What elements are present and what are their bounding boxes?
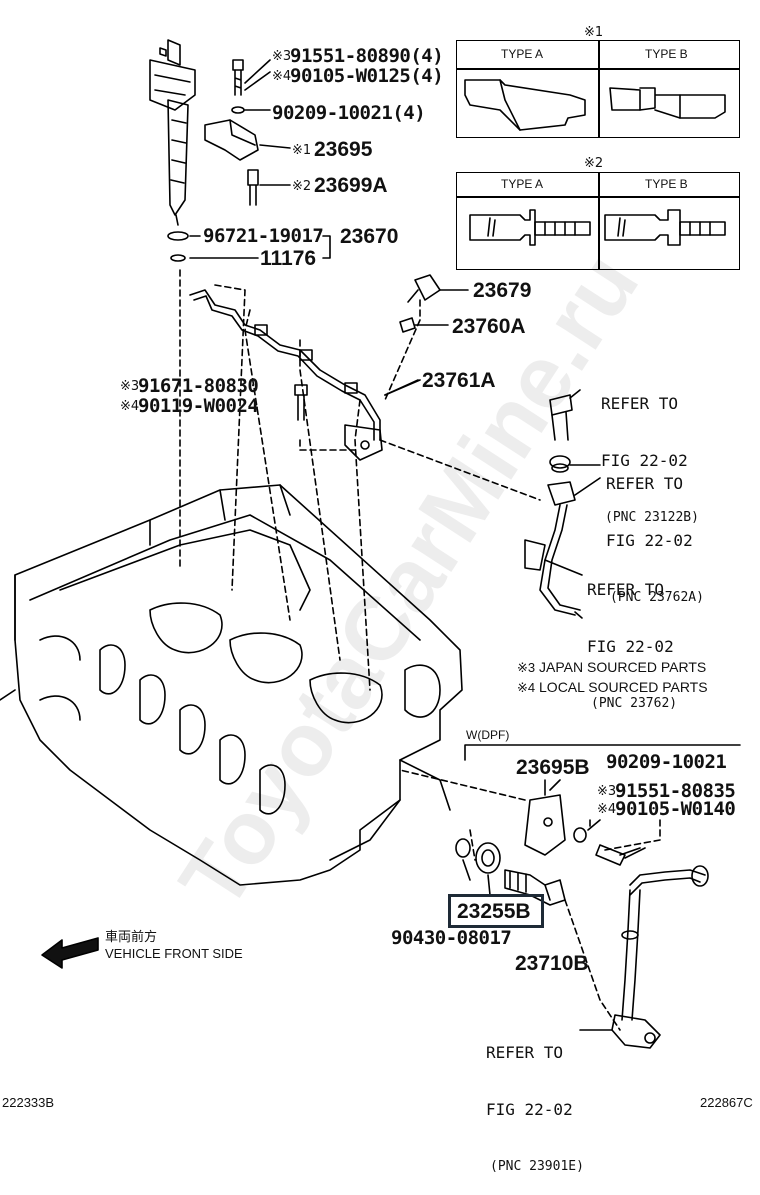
part-union-bolt: 23679 bbox=[473, 279, 532, 302]
dpf-hose-drawing bbox=[579, 865, 709, 1049]
part-clamp: 23695 bbox=[314, 138, 373, 161]
refer-23122b: REFER TO FIG 22-02 (PNC 23122B) bbox=[601, 356, 699, 546]
refer-23901e: REFER TO FIG 22-02 (PNC 23901E) bbox=[486, 1005, 584, 1195]
refer-line2: FIG 22-02 bbox=[606, 531, 693, 550]
part-dpf-nozzle: 23710B bbox=[515, 952, 589, 975]
dpf-bracket-drawing bbox=[464, 744, 741, 866]
type2-a-header: TYPE A bbox=[501, 177, 544, 191]
type2-drawings bbox=[469, 209, 726, 246]
note-local-mark: ※4 bbox=[517, 680, 536, 695]
note-japan: ※3 JAPAN SOURCED PARTS bbox=[517, 660, 706, 674]
part-dpf-injector: 23255B bbox=[457, 900, 531, 923]
refer-line2: FIG 22-02 bbox=[486, 1100, 573, 1119]
refer-pnc: (PNC 23762) bbox=[591, 696, 678, 711]
footer-right-code: 222867C bbox=[700, 1095, 753, 1110]
refer-pnc: (PNC 23901E) bbox=[490, 1159, 584, 1174]
type1-table: TYPE A TYPE B bbox=[456, 40, 740, 138]
mark3-dpf-bolt: ※3 bbox=[597, 784, 617, 799]
refer-line1: REFER TO bbox=[486, 1043, 564, 1062]
part-dpf-bolt-jp: 91551-80835 bbox=[615, 780, 736, 802]
part-injector-assy: 23670 bbox=[340, 225, 399, 248]
leader-lines bbox=[179, 269, 661, 1031]
note-japan-text: JAPAN SOURCED PARTS bbox=[539, 659, 707, 675]
part-fuel-pipe: 23761A bbox=[422, 369, 496, 392]
engine-block-drawing bbox=[0, 484, 463, 886]
type1-drawings bbox=[464, 79, 726, 131]
part-dpf-clamp: 23695B bbox=[516, 756, 590, 779]
refer-23762: REFER TO FIG 22-02 (PNC 23762) bbox=[587, 542, 677, 732]
part-seal: 11176 bbox=[260, 247, 317, 270]
injector-drawing bbox=[149, 39, 196, 262]
part-pipe-gasket: 23760A bbox=[452, 315, 526, 338]
injector-leaders bbox=[189, 59, 331, 259]
mark4-pipe-bolt: ※4 bbox=[120, 399, 140, 414]
front-side-english: VEHICLE FRONT SIDE bbox=[105, 946, 243, 961]
front-side-japanese: 車両前方 bbox=[105, 929, 158, 944]
mark1-clamp: ※1 bbox=[292, 143, 312, 158]
mark4-bolt: ※4 bbox=[272, 69, 292, 84]
note-japan-mark: ※3 bbox=[517, 660, 536, 675]
parts-diagram bbox=[0, 39, 741, 1049]
clamp-bolt-drawing bbox=[204, 59, 259, 206]
type2-mark: ※2 bbox=[584, 156, 604, 171]
pipe-leaders bbox=[384, 289, 469, 396]
mark3-bolt: ※3 bbox=[272, 49, 292, 64]
type1-b-header: TYPE B bbox=[645, 47, 688, 61]
part-stud: 23699A bbox=[314, 174, 388, 197]
type1-a-header: TYPE A bbox=[501, 47, 544, 61]
refer-line1: REFER TO bbox=[606, 474, 684, 493]
part-dpf-bolt-local: 90105-W0140 bbox=[615, 798, 736, 820]
part-gasket: 96721-19017 bbox=[203, 225, 324, 247]
front-arrow-drawing bbox=[41, 937, 99, 969]
mark4-dpf-bolt: ※4 bbox=[597, 802, 617, 817]
part-pipe-bolt-local: 90119-W0024 bbox=[138, 395, 259, 417]
part-bolt-local: 90105-W0125(4) bbox=[290, 65, 444, 87]
dpf-injector-drawing bbox=[455, 838, 566, 906]
type2-table: TYPE A TYPE B bbox=[456, 172, 740, 270]
part-washer: 90209-10021(4) bbox=[272, 102, 426, 124]
refer-23762a: REFER TO FIG 22-02 (PNC 23762A) bbox=[606, 436, 704, 626]
mark2-stud: ※2 bbox=[292, 179, 312, 194]
refer-pnc: (PNC 23122B) bbox=[605, 510, 699, 525]
highlight-box bbox=[448, 894, 544, 928]
part-dpf-washer: 90209-10021 bbox=[606, 751, 727, 773]
refer-pnc: (PNC 23762A) bbox=[610, 590, 704, 605]
note-local: ※4 LOCAL SOURCED PARTS bbox=[517, 680, 708, 694]
footer-left-code: 222333B bbox=[2, 1095, 55, 1110]
mark3-pipe-bolt: ※3 bbox=[120, 379, 140, 394]
part-dpf-seal: 90430-08017 bbox=[391, 927, 512, 949]
part-pipe-bolt-jp: 91671-80830 bbox=[138, 375, 259, 397]
refer-line1: REFER TO bbox=[601, 394, 679, 413]
part-bolt-jp: 91551-80890(4) bbox=[290, 45, 444, 67]
note-local-text: LOCAL SOURCED PARTS bbox=[539, 679, 708, 695]
refer-line1: REFER TO bbox=[587, 580, 665, 599]
fuel-pipe-drawing bbox=[189, 274, 441, 461]
dpf-heading: W(DPF) bbox=[466, 728, 510, 742]
refer-line2: FIG 22-02 bbox=[587, 637, 674, 656]
refer-line2: FIG 22-02 bbox=[601, 451, 688, 470]
type1-mark: ※1 bbox=[584, 25, 604, 40]
return-pipe-drawing bbox=[524, 389, 601, 619]
type2-b-header: TYPE B bbox=[645, 177, 688, 191]
